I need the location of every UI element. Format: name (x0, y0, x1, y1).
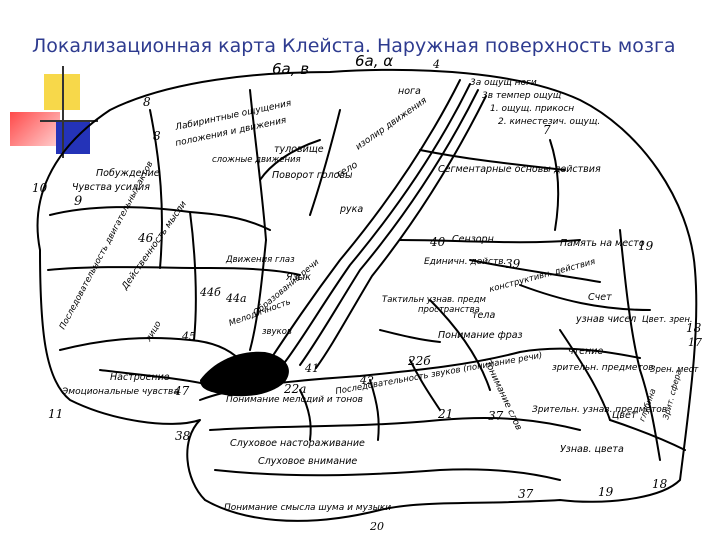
region-label: Цвет (612, 410, 637, 421)
region-label: Движения глаз (225, 255, 295, 265)
field-number: 40 (429, 235, 446, 249)
region-label: 3в темпер ощущ (482, 91, 562, 101)
region-label: 2. кинестезич. ощущ. (498, 117, 600, 127)
region-label: Сензорн (452, 234, 494, 245)
field-number: 22б (407, 354, 431, 368)
region-label: сложные движения (212, 155, 301, 165)
region-label: Зрит. сфера (661, 369, 683, 421)
region-label: узнав чисел (575, 314, 636, 325)
region-label: Зрительн. узнав. предметов (532, 405, 667, 415)
field-number: 37 (488, 409, 504, 423)
region-label: Действенность мысли (120, 199, 189, 292)
region-label: Язык (285, 272, 311, 283)
field-number: 11 (48, 407, 63, 421)
region-label: Узнав. цвета (560, 444, 624, 455)
field-number: 37 (518, 487, 534, 501)
top-label-6ab: 6а, в (272, 60, 309, 78)
region-label: Образование речи (252, 257, 322, 318)
field-number: 41 (304, 362, 319, 375)
region-label: Чувства усилия (72, 182, 150, 193)
region-label: Эмоциональные чувства (61, 387, 179, 397)
region-label: нога (398, 86, 421, 97)
region-label: изолир движения (354, 95, 429, 152)
region-label: Понимание фраз (438, 330, 523, 341)
region-label: Память на место (560, 238, 645, 249)
field-number: 10 (32, 181, 48, 195)
region-label: пространства (418, 305, 480, 315)
field-number: 38 (175, 429, 191, 443)
region-label: туловище (274, 144, 324, 155)
top-label-6aa: 6а, α (355, 52, 393, 70)
region-label: Зрен. мест (650, 365, 699, 375)
field-number: 39 (505, 257, 521, 271)
region-label: Тактильн узнав. предм (382, 295, 487, 305)
field-number: 7 (543, 123, 551, 137)
region-label: 1. ощущ. прикосн (490, 104, 574, 114)
region-label: зрительн. предметов (552, 363, 654, 373)
field-number: 42 (359, 374, 374, 387)
insula-region (200, 351, 289, 397)
field-number: 9 (74, 194, 82, 209)
region-label: звуков (262, 327, 292, 337)
region-label: Поворот головы (272, 170, 353, 181)
field-number: 17 (688, 336, 702, 349)
region-label: Слуховое настораживание (230, 438, 365, 449)
top-label-4: 4 (432, 58, 440, 71)
region-label: Понимание мелодий и тонов (226, 395, 363, 405)
decor-blue-square (56, 120, 90, 154)
field-number: 44а (225, 292, 247, 305)
region-label: Счет (588, 292, 612, 303)
decor-vertical-line (62, 66, 64, 158)
region-label: Понимание смысла шума и музыки (224, 503, 391, 513)
field-number: 18 (652, 477, 668, 491)
field-number: 18 (686, 321, 702, 335)
field-number: 19 (638, 239, 654, 253)
slide-title: Локализационная карта Клейста. Наружная … (32, 35, 676, 57)
field-number: 21 (437, 407, 453, 421)
field-number: 44б (199, 286, 221, 299)
field-number: 8 (143, 95, 151, 109)
region-label: тела (472, 310, 495, 321)
field-number: 47 (173, 384, 190, 398)
region-label: Побуждение (96, 168, 160, 179)
field-number: 20 (369, 520, 384, 533)
region-label: Единичн. действ. (424, 257, 506, 267)
region-label: 3а ощущ ноги (470, 78, 537, 88)
region-label: чтение (568, 346, 603, 357)
region-label: лицо (143, 319, 163, 344)
decor-red-square (10, 112, 60, 146)
field-number: 46 (137, 231, 154, 245)
field-number: 19 (598, 485, 614, 499)
decor-horizontal-line (40, 120, 98, 122)
field-number: 8 (153, 129, 161, 143)
region-label: рука (339, 204, 363, 215)
region-label: Цвет. зрен. (642, 315, 693, 325)
region-label: Сегментарные основы действия (438, 164, 601, 175)
brain-outline (36, 68, 698, 522)
field-number: 45 (181, 330, 196, 343)
field-number: 22а (283, 382, 306, 396)
region-label: Настроение (110, 372, 170, 383)
region-label: Слуховое внимание (258, 456, 357, 467)
